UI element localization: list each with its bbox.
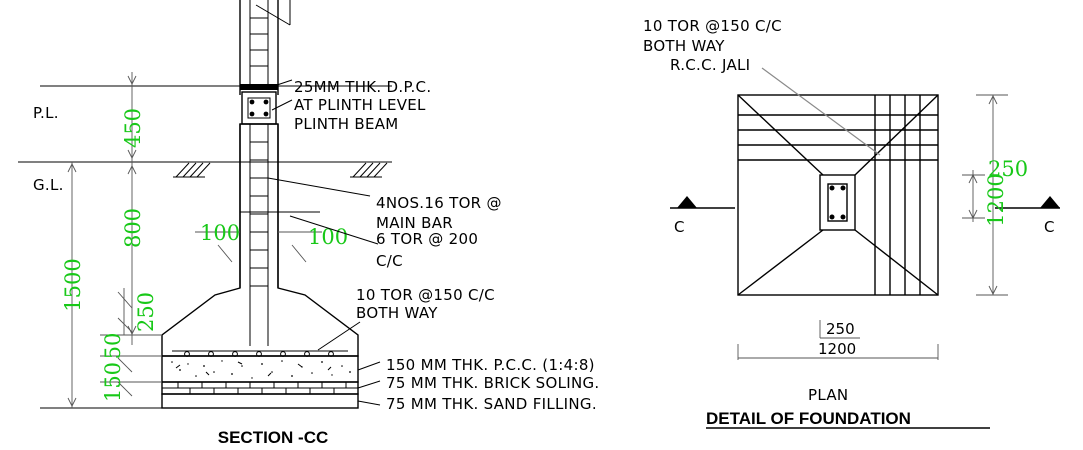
dim-100-right: 100 [308,225,348,249]
note-main-bar-2: MAIN BAR [376,214,453,232]
cut-marker-left [670,196,735,209]
plan-horizontal-dims [737,320,939,360]
plan-note-2: BOTH WAY [643,37,725,55]
plan-footing-outline [737,94,939,296]
plan-note-1: 10 TOR @150 C/C [643,17,782,35]
section-leaders [267,79,381,406]
dim-150: 150 [101,362,125,402]
ground-hatch-left [173,162,211,178]
footing [161,123,359,357]
offset-dimensions [195,231,322,263]
note-mesh-1: 10 TOR @150 C/C [356,286,495,304]
note-mesh-2: BOTH WAY [356,304,438,322]
ground-hatch-right [350,162,388,178]
brick-wall [239,0,291,95]
dim-100-left: 100 [200,221,240,245]
dim-1500: 1500 [61,258,85,311]
note-brick-soling: 75 MM THK. BRICK SOLING. [386,374,599,392]
dpc-layer [240,84,278,90]
section-title: SECTION -CC [218,428,329,447]
plinth-beam [241,91,277,125]
plan-note-3: R.C.C. JALI [670,56,750,74]
note-pcc: 150 MM THK. P.C.C. (1:4:8) [386,356,595,374]
pl-label: P.L. [33,104,59,122]
note-main-bar-1: 4NOS.16 TOR @ [376,194,502,212]
dim-450: 450 [121,108,145,148]
cut-marker-right [995,196,1060,209]
note-sand-filling: 75 MM THK. SAND FILLING. [386,395,597,413]
plan-label: PLAN [808,386,848,404]
plan-dim-w250: 250 [826,320,855,338]
cut-label-left: C [674,218,685,236]
plan-dim-h250: 250 [988,157,1028,181]
plan-dim-h1200: 1200 [984,173,1008,226]
brick-soling-layer [161,381,359,395]
note-tie-2: C/C [376,252,403,270]
plan-view: C C 250 1200 250 1200 10 TOR @150 C/C [643,17,1060,429]
vertical-dimensions [67,72,162,408]
dim-50: 50 [101,333,125,360]
pcc-layer [161,355,359,383]
sand-filling-layer [161,393,359,409]
plan-dim-w1200: 1200 [818,340,856,358]
note-tie-1: 6 TOR @ 200 [376,230,478,248]
cut-label-right: C [1044,218,1055,236]
jali-leader [761,67,881,156]
section-view: P.L. G.L. [18,0,599,447]
plan-mesh-lines [738,95,938,295]
plan-title: DETAIL OF FOUNDATION [706,409,911,428]
bottom-rebar [172,350,348,357]
note-dpc-level: AT PLINTH LEVEL [294,96,426,114]
note-plinth-beam: PLINTH BEAM [294,115,399,133]
dim-800: 800 [121,208,145,248]
plan-column [819,174,856,231]
note-dpc: 25MM THK. D.P.C. [294,78,431,96]
gl-label: G.L. [33,176,64,194]
dim-250: 250 [134,292,158,332]
plan-vertical-dims [962,94,1008,296]
